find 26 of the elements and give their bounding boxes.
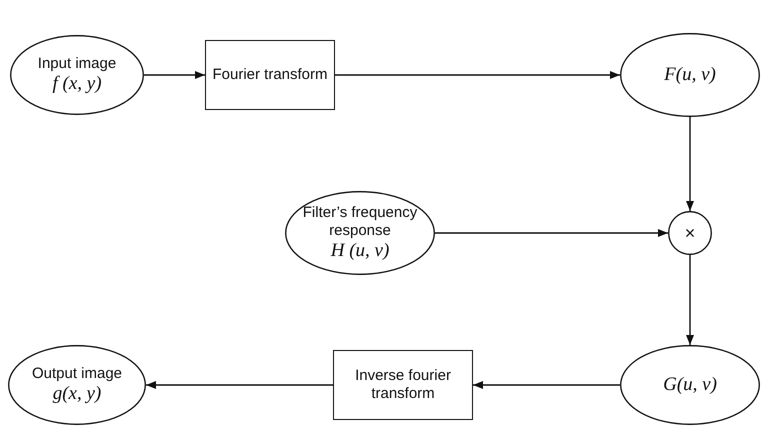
node-label: Filter’s frequency response: [302, 204, 418, 240]
arrow: [473, 381, 620, 389]
ellipse-node: [620, 345, 760, 425]
ellipse-node: [620, 33, 760, 117]
node-label: Output image: [32, 365, 122, 383]
multiply-circle: [668, 211, 712, 255]
arrow: [686, 255, 694, 345]
ellipse-node: [8, 345, 146, 425]
math-expression: f (x, y): [52, 73, 102, 95]
node-label: Input image: [38, 55, 116, 73]
ellipse-node: [10, 35, 144, 115]
arrow: [435, 229, 668, 237]
arrow: [146, 381, 333, 389]
arrow: [144, 71, 205, 79]
arrow: [335, 71, 620, 79]
math-expression: g(x, y): [52, 383, 102, 405]
math-expression: H (u, v): [330, 240, 390, 262]
node-label: Fourier transform: [212, 66, 328, 84]
process-box: [205, 40, 335, 110]
multiply-symbol: ×: [684, 224, 696, 242]
ellipse-node: [285, 191, 435, 275]
arrow: [686, 117, 694, 211]
math-expression: F(u, v): [664, 64, 716, 86]
math-expression: G(u, v): [663, 374, 717, 396]
node-label: Inverse fourier transform: [354, 367, 452, 403]
process-box: [333, 350, 473, 420]
